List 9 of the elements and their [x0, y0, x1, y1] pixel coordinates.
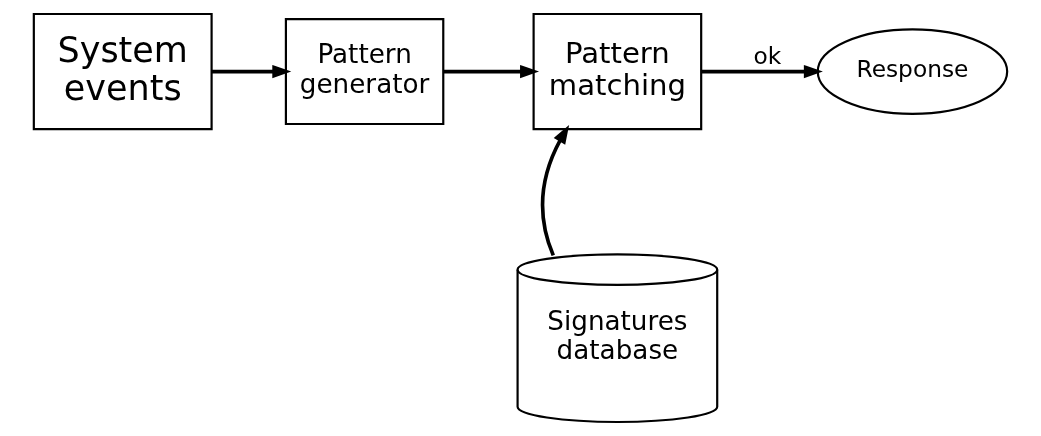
arrow: [443, 64, 540, 79]
edge-label: ok: [753, 41, 782, 69]
arrow: [540, 125, 570, 257]
arrow: [211, 64, 292, 79]
node-ellipse: Response: [816, 28, 1009, 115]
node-box: Pattern generator: [284, 18, 445, 126]
node-box: System events: [32, 12, 213, 131]
node-box: Pattern matching: [532, 12, 703, 131]
arrow: [701, 64, 823, 79]
